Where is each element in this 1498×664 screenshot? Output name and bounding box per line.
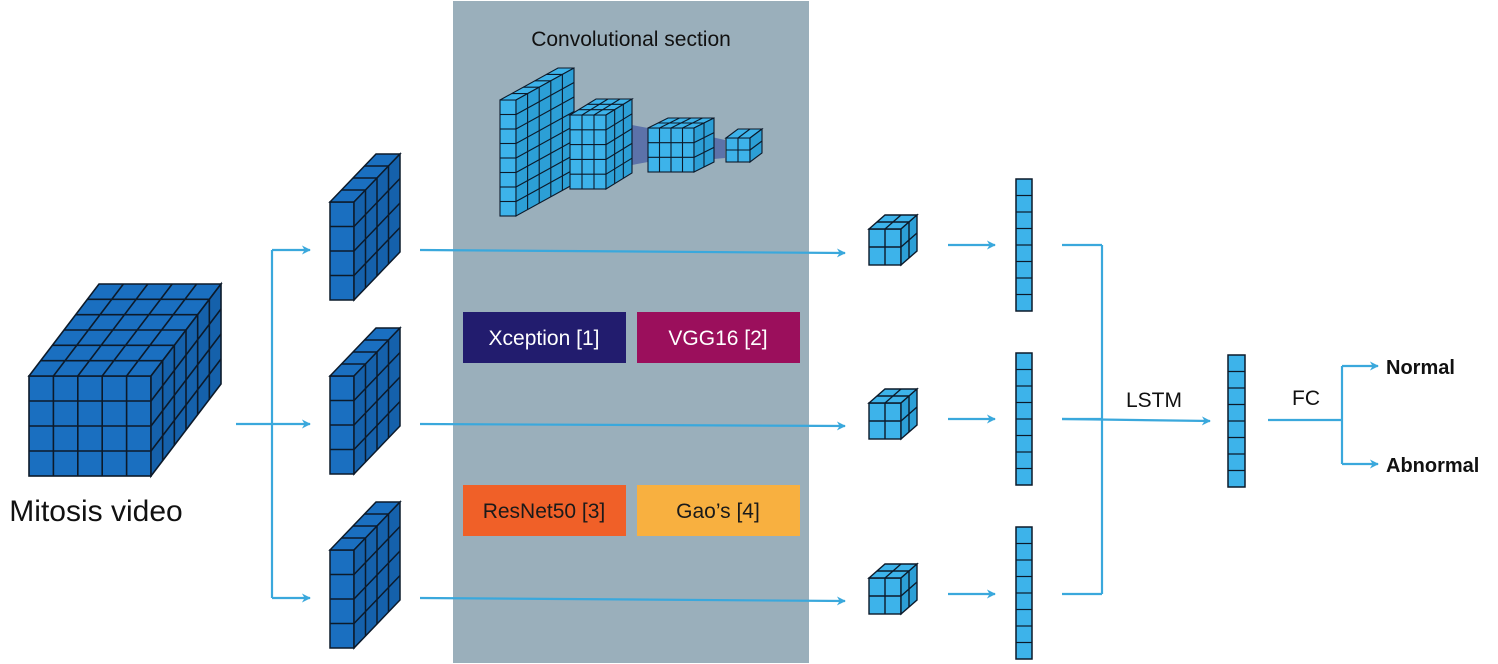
mitosis-video-cuboid xyxy=(27,281,223,479)
feature-vector-1 xyxy=(1015,178,1033,312)
fc-connectors xyxy=(1268,361,1379,469)
frame-slab-3 xyxy=(328,500,402,650)
output-normal-label: Normal xyxy=(1386,357,1455,379)
model-gaos: Gao’s [4] xyxy=(637,485,800,536)
split-connectors xyxy=(236,245,311,603)
feature-cubes xyxy=(867,213,919,616)
vector-arrows xyxy=(948,240,996,599)
model-xception: Xception [1] xyxy=(463,312,626,363)
merge-connectors xyxy=(1061,243,1211,596)
feature-cube-1 xyxy=(867,213,919,267)
model-label-xception: Xception [1] xyxy=(489,327,600,350)
feature-vector-3 xyxy=(1015,526,1033,660)
feature-vector-2 xyxy=(1015,352,1033,486)
cnn-illustration xyxy=(499,67,764,217)
conv-arrow-middle xyxy=(419,421,846,431)
model-label-vgg16: VGG16 [2] xyxy=(668,327,767,350)
frame-slabs xyxy=(328,152,402,650)
model-box-gaos xyxy=(637,485,800,536)
model-label-resnet50: ResNet50 [3] xyxy=(483,500,606,523)
lstm-output-vector xyxy=(1227,354,1246,488)
cnn-layer-1 xyxy=(499,67,575,217)
cnn-layer-4 xyxy=(724,127,764,164)
conv-arrow-top xyxy=(419,248,846,258)
frame-slab-2 xyxy=(328,326,402,476)
model-vgg16: VGG16 [2] xyxy=(637,312,800,363)
feature-cube-2 xyxy=(867,387,919,441)
conv-arrows xyxy=(419,248,846,606)
input-cuboid-body xyxy=(27,281,223,479)
feature-cube-3 xyxy=(867,562,919,616)
cnn-layer-3 xyxy=(647,117,715,173)
model-label-gaos: Gao’s [4] xyxy=(676,500,760,523)
output-abnormal-label: Abnormal xyxy=(1386,455,1479,477)
conv-arrow-bottom xyxy=(419,596,846,606)
input-label: Mitosis video xyxy=(9,495,182,528)
model-resnet50: ResNet50 [3] xyxy=(463,485,626,536)
lstm-arrow xyxy=(1061,416,1211,426)
cnn-layer-2 xyxy=(568,98,634,190)
fc-label: FC xyxy=(1292,387,1320,410)
frame-slab-1 xyxy=(328,152,402,302)
section-title: Convolutional section xyxy=(531,28,731,51)
lstm-label: LSTM xyxy=(1126,389,1182,412)
model-box-vgg16 xyxy=(637,312,800,363)
model-box-xception xyxy=(463,312,626,363)
lstm-vector-body xyxy=(1227,354,1246,488)
feature-vectors xyxy=(1015,178,1033,660)
model-box-resnet50 xyxy=(463,485,626,536)
